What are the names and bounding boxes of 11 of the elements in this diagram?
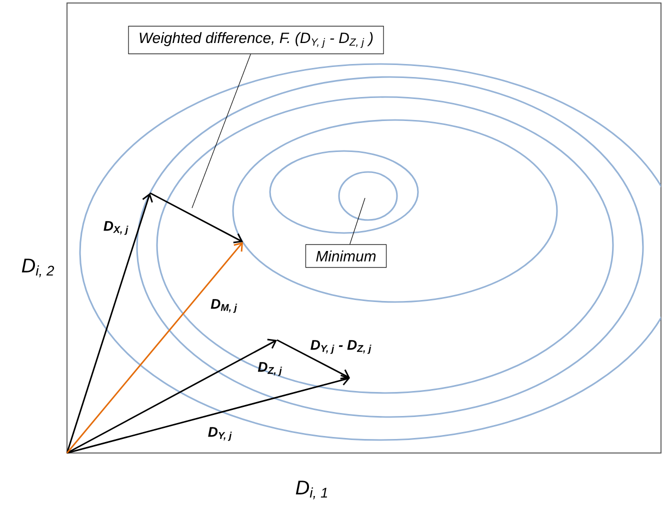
vector-label: $D_{\text{Y, j}}\text{ - }D_{\text{Z, j}}$: [310, 340, 372, 354]
leader-line: [192, 54, 251, 208]
vector-label: $D_{\text{X, j}}$: [104, 221, 128, 235]
leader-line: [350, 198, 366, 245]
vector-label: $D_{\text{M, j}}$: [210, 299, 238, 313]
vector-label: $D_{\text{Z, j}}$: [258, 362, 282, 376]
axis-label: $D_{\text{i, 1}}$: [296, 480, 328, 500]
callout-box: $\text{Weighted difference, F. (}D_{\text{Y, j}}\text{ - }D_{\text{Z, j}}\text{ )}$: [128, 26, 384, 54]
callout-box: Minimum: [305, 244, 387, 268]
axis-label: $D_{\text{i, 2}}$: [22, 258, 54, 278]
vector-label: $D_{\text{Y, j}}$: [208, 427, 232, 441]
